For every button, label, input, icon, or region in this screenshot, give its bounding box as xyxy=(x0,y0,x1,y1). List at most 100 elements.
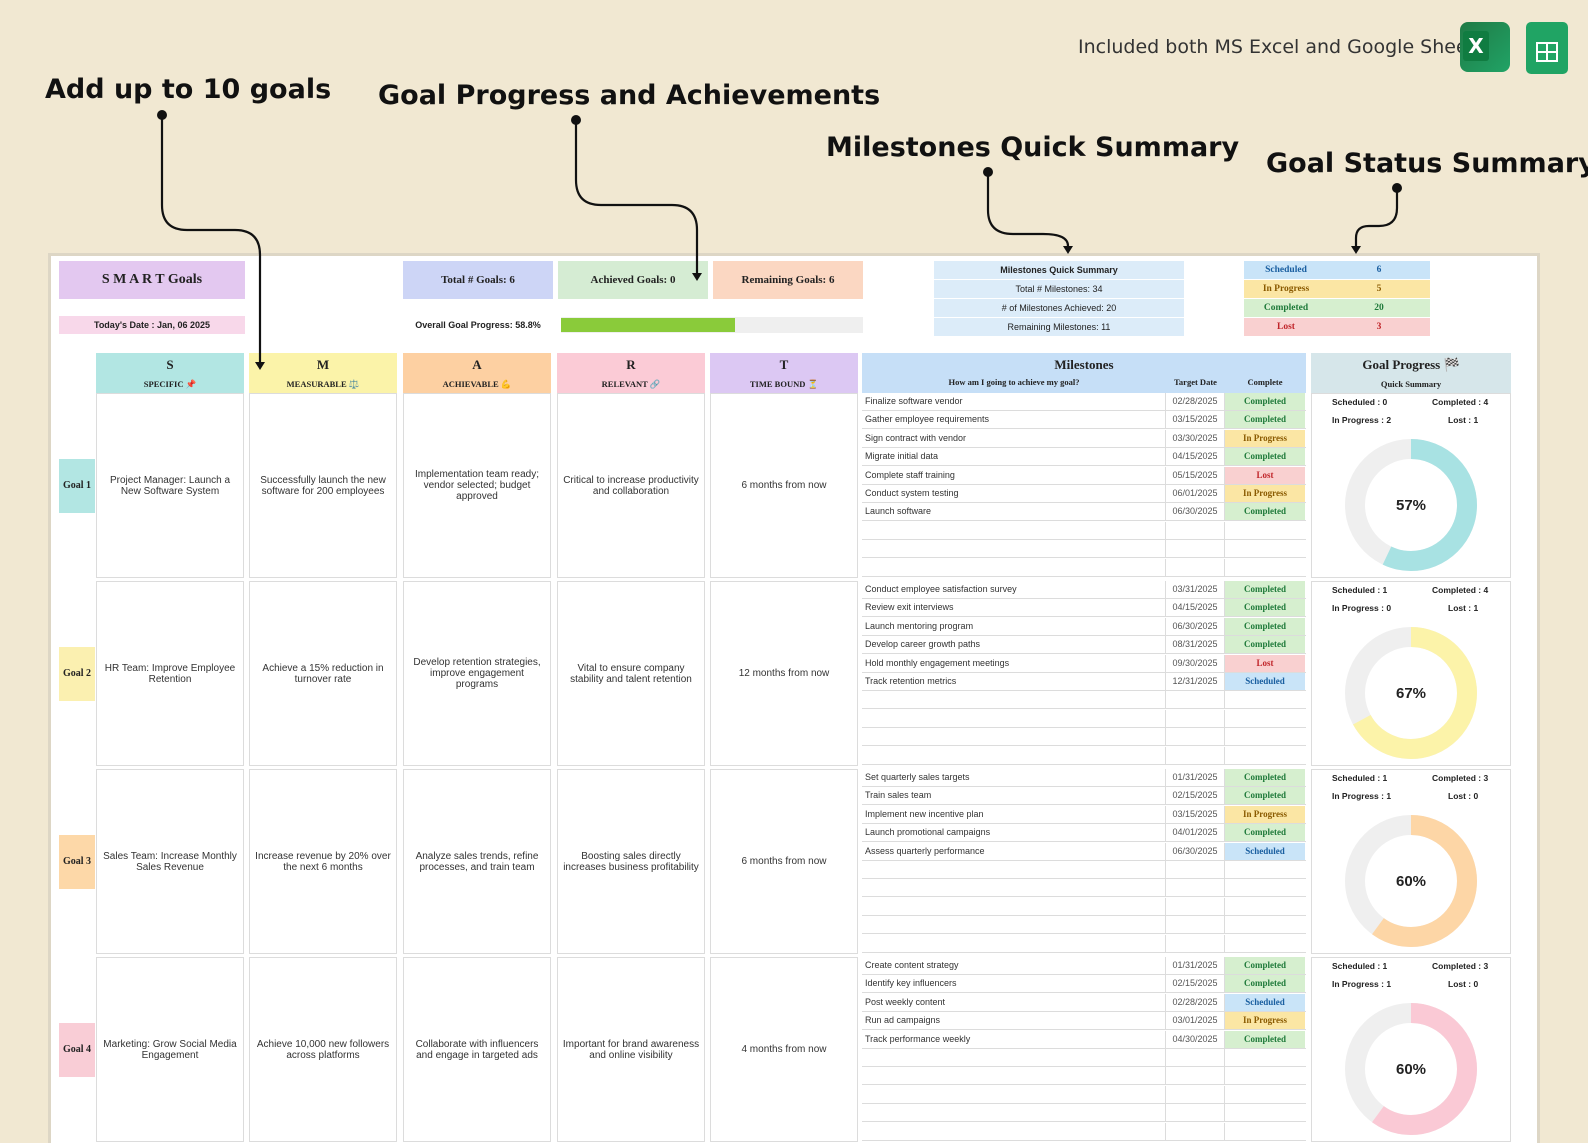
milestone-task[interactable]: Train sales team xyxy=(862,787,1166,806)
milestone-date[interactable]: 08/31/2025 xyxy=(1166,636,1225,655)
milestone-status[interactable]: Lost xyxy=(1225,466,1305,484)
milestone-task[interactable] xyxy=(862,691,1166,710)
milestone-status[interactable] xyxy=(1225,522,1305,539)
milestone-task[interactable]: Launch software xyxy=(862,503,1166,522)
milestone-date[interactable]: 02/15/2025 xyxy=(1166,787,1225,806)
milestone-status[interactable]: In Progress xyxy=(1225,429,1305,447)
milestone-date[interactable] xyxy=(1166,934,1225,953)
milestone-status[interactable] xyxy=(1225,861,1305,878)
milestone-status[interactable]: Completed xyxy=(1225,448,1305,466)
milestone-task[interactable]: Launch mentoring program xyxy=(862,617,1166,636)
milestone-date[interactable]: 01/31/2025 xyxy=(1166,769,1225,787)
milestone-date[interactable]: 05/15/2025 xyxy=(1166,466,1225,485)
milestone-date[interactable]: 09/30/2025 xyxy=(1166,654,1225,673)
milestone-task[interactable]: Hold monthly engagement meetings xyxy=(862,654,1166,673)
milestone-row[interactable] xyxy=(862,728,1306,747)
milestone-date[interactable]: 06/30/2025 xyxy=(1166,617,1225,636)
milestone-status[interactable]: Completed xyxy=(1225,503,1305,521)
milestone-date[interactable]: 06/30/2025 xyxy=(1166,842,1225,861)
milestone-row[interactable] xyxy=(862,1085,1306,1104)
milestone-date[interactable] xyxy=(1166,521,1225,540)
milestone-status[interactable]: Completed xyxy=(1225,411,1305,429)
milestone-status[interactable]: Completed xyxy=(1225,975,1305,993)
milestone-date[interactable]: 04/01/2025 xyxy=(1166,824,1225,843)
achievable-cell[interactable]: Implementation team ready; vendor select… xyxy=(403,393,551,578)
milestone-task[interactable]: Post weekly content xyxy=(862,993,1166,1012)
milestone-row[interactable] xyxy=(862,1049,1306,1067)
milestone-status[interactable]: Scheduled xyxy=(1225,842,1305,860)
milestone-task[interactable] xyxy=(862,540,1166,559)
milestone-date[interactable]: 01/31/2025 xyxy=(1166,957,1225,975)
milestone-date[interactable] xyxy=(1166,691,1225,710)
milestone-status[interactable] xyxy=(1225,728,1305,745)
milestone-task[interactable]: Complete staff training xyxy=(862,466,1166,485)
measurable-cell[interactable]: Achieve 10,000 new followers across plat… xyxy=(249,957,397,1142)
milestone-status[interactable] xyxy=(1225,916,1305,933)
milestone-task[interactable] xyxy=(862,558,1166,577)
relevant-cell[interactable]: Critical to increase productivity and co… xyxy=(557,393,705,578)
milestone-task[interactable]: Conduct system testing xyxy=(862,485,1166,503)
milestone-date[interactable] xyxy=(1166,1085,1225,1104)
milestone-status[interactable] xyxy=(1225,540,1305,557)
milestone-row[interactable] xyxy=(862,746,1306,765)
specific-cell[interactable]: Sales Team: Increase Monthly Sales Reven… xyxy=(96,769,244,954)
milestone-date[interactable]: 03/31/2025 xyxy=(1166,581,1225,599)
milestone-date[interactable]: 06/01/2025 xyxy=(1166,485,1225,503)
milestone-date[interactable]: 04/30/2025 xyxy=(1166,1030,1225,1049)
milestone-row[interactable] xyxy=(862,916,1306,935)
milestone-task[interactable] xyxy=(862,521,1166,540)
milestone-task[interactable] xyxy=(862,1122,1166,1141)
milestone-status[interactable] xyxy=(1225,1067,1305,1084)
milestone-date[interactable] xyxy=(1166,709,1225,728)
time-bound-cell[interactable]: 6 months from now xyxy=(710,393,858,578)
milestone-date[interactable]: 02/15/2025 xyxy=(1166,975,1225,994)
milestone-date[interactable]: 03/15/2025 xyxy=(1166,805,1225,824)
milestone-status[interactable]: Completed xyxy=(1225,957,1305,974)
milestone-date[interactable]: 06/30/2025 xyxy=(1166,503,1225,522)
milestone-task[interactable] xyxy=(862,916,1166,935)
milestone-status[interactable]: In Progress xyxy=(1225,1012,1305,1030)
milestone-row[interactable] xyxy=(862,1104,1306,1123)
milestone-task[interactable] xyxy=(862,709,1166,728)
milestone-task[interactable] xyxy=(862,934,1166,953)
milestone-date[interactable]: 12/31/2025 xyxy=(1166,673,1225,691)
milestone-date[interactable]: 03/15/2025 xyxy=(1166,411,1225,430)
milestone-date[interactable]: 02/28/2025 xyxy=(1166,393,1225,411)
milestone-task[interactable]: Assess quarterly performance xyxy=(862,842,1166,861)
milestone-date[interactable] xyxy=(1166,728,1225,747)
milestone-task[interactable]: Track performance weekly xyxy=(862,1030,1166,1049)
milestone-status[interactable] xyxy=(1225,1049,1305,1066)
milestone-row[interactable] xyxy=(862,540,1306,559)
milestone-status[interactable]: Scheduled xyxy=(1225,993,1305,1011)
milestone-date[interactable] xyxy=(1166,897,1225,916)
milestone-status[interactable]: Scheduled xyxy=(1225,673,1305,690)
milestone-task[interactable] xyxy=(862,1049,1166,1067)
milestone-status[interactable] xyxy=(1225,747,1305,764)
specific-cell[interactable]: Project Manager: Launch a New Software S… xyxy=(96,393,244,578)
milestone-status[interactable]: Completed xyxy=(1225,787,1305,805)
milestone-task[interactable] xyxy=(862,1085,1166,1104)
time-bound-cell[interactable]: 4 months from now xyxy=(710,957,858,1142)
milestone-task[interactable]: Conduct employee satisfaction survey xyxy=(862,581,1166,599)
milestone-task[interactable]: Gather employee requirements xyxy=(862,411,1166,430)
milestone-status[interactable]: Lost xyxy=(1225,654,1305,672)
milestone-task[interactable]: Identify key influencers xyxy=(862,975,1166,994)
milestone-row[interactable] xyxy=(862,861,1306,879)
milestone-task[interactable]: Implement new incentive plan xyxy=(862,805,1166,824)
milestone-date[interactable] xyxy=(1166,1104,1225,1123)
time-bound-cell[interactable]: 6 months from now xyxy=(710,769,858,954)
milestone-status[interactable]: Completed xyxy=(1225,636,1305,654)
